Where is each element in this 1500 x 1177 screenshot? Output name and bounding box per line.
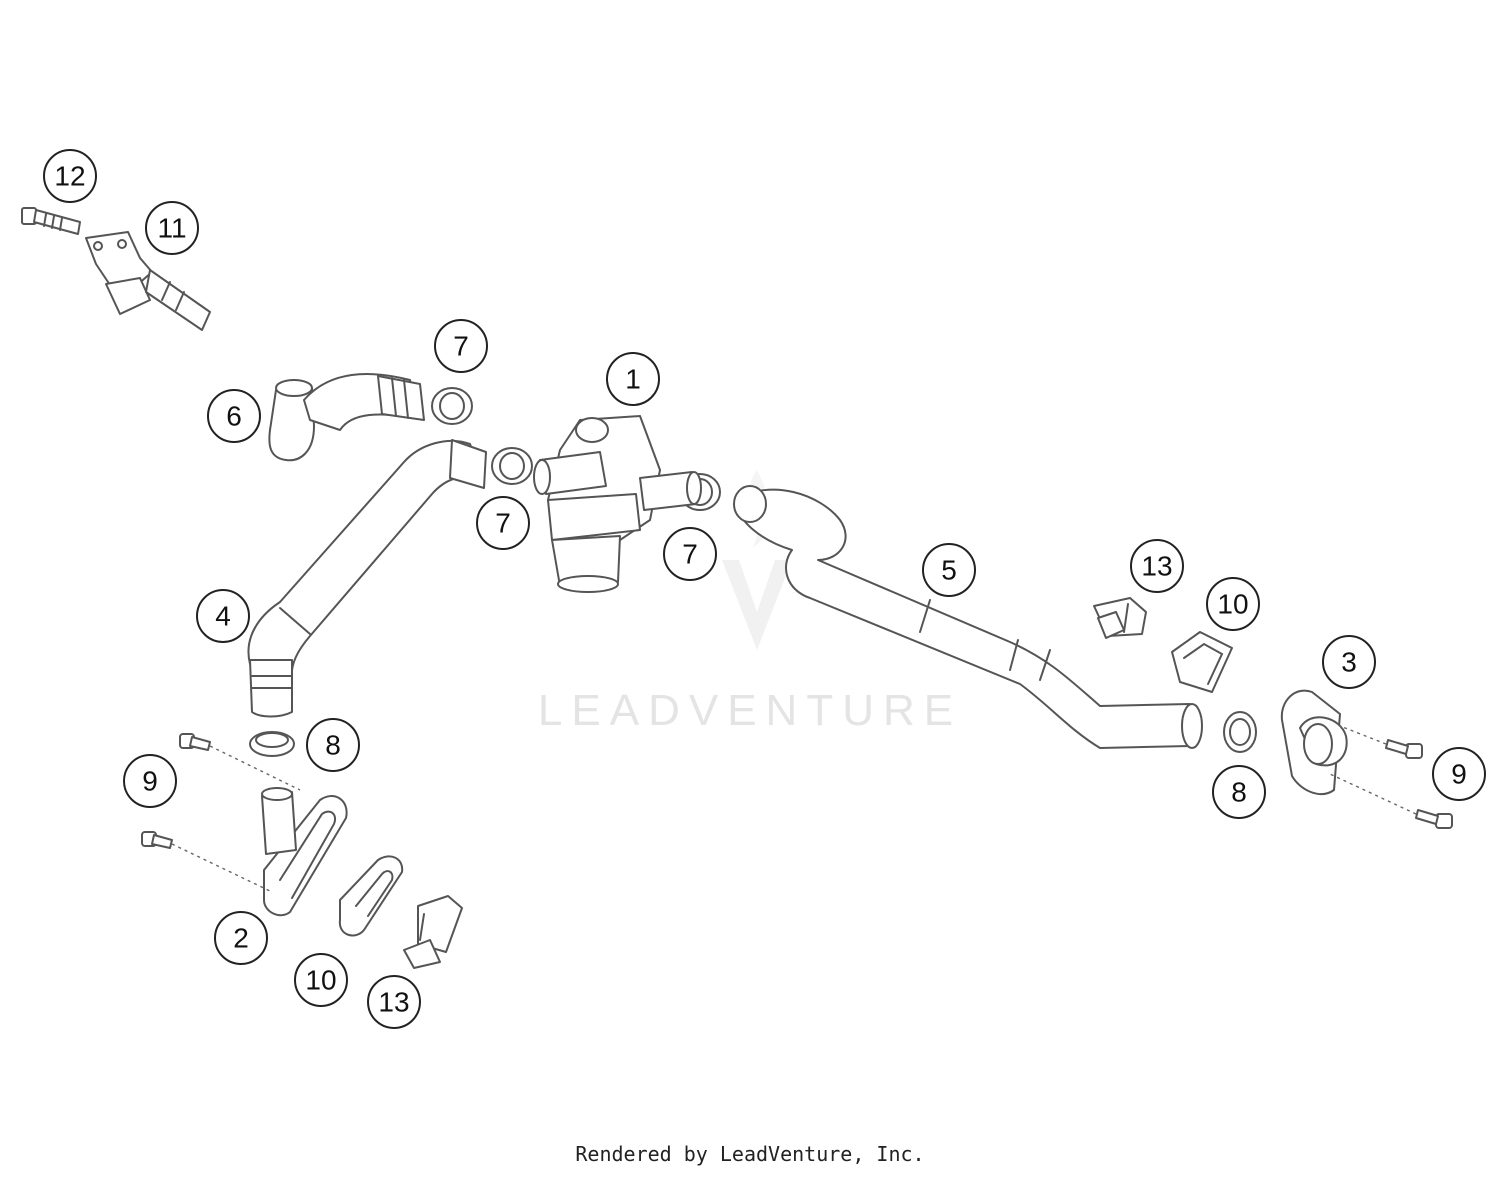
callout-11: 11 xyxy=(145,201,199,255)
svg-text:7: 7 xyxy=(453,331,469,362)
callout-7: 7 xyxy=(476,496,530,550)
callout-13: 13 xyxy=(367,975,421,1029)
svg-text:8: 8 xyxy=(325,730,341,761)
part-7-clamp[interactable] xyxy=(431,387,473,425)
footer-credit: Rendered by LeadVenture, Inc. xyxy=(575,1142,925,1166)
callout-4: 4 xyxy=(196,589,250,643)
part-9-bolt[interactable] xyxy=(1329,773,1453,829)
svg-text:13: 13 xyxy=(1141,551,1172,582)
part-2-flange[interactable] xyxy=(261,787,348,917)
callout-10: 10 xyxy=(294,953,348,1007)
callout-13: 13 xyxy=(1130,539,1184,593)
svg-text:9: 9 xyxy=(1451,759,1467,790)
svg-text:9: 9 xyxy=(142,766,158,797)
part-1-water-pump[interactable] xyxy=(533,415,702,593)
svg-text:10: 10 xyxy=(1217,589,1248,620)
part-10-gasket[interactable] xyxy=(338,855,404,937)
svg-text:10: 10 xyxy=(305,965,336,996)
svg-text:3: 3 xyxy=(1341,647,1357,678)
svg-text:13: 13 xyxy=(378,987,409,1018)
callout-12: 12 xyxy=(43,149,97,203)
callout-7: 7 xyxy=(663,527,717,581)
callout-7: 7 xyxy=(434,319,488,373)
svg-text:8: 8 xyxy=(1231,777,1247,808)
svg-text:1: 1 xyxy=(625,364,641,395)
watermark-text: LEADVENTURE xyxy=(538,686,962,735)
callout-10: 10 xyxy=(1206,577,1260,631)
part-5-hose[interactable] xyxy=(733,485,1203,749)
callout-2: 2 xyxy=(214,911,268,965)
callout-8: 8 xyxy=(1212,765,1266,819)
svg-text:6: 6 xyxy=(226,401,242,432)
svg-text:11: 11 xyxy=(157,213,186,244)
callout-6: 6 xyxy=(207,389,261,443)
callout-8: 8 xyxy=(306,718,360,772)
svg-text:12: 12 xyxy=(54,161,85,192)
svg-text:7: 7 xyxy=(495,508,511,539)
callout-9: 9 xyxy=(123,754,177,808)
part-10-gasket[interactable] xyxy=(1171,631,1233,693)
part-11-sensor-bracket[interactable] xyxy=(85,231,211,331)
svg-text:7: 7 xyxy=(682,539,698,570)
svg-text:5: 5 xyxy=(941,555,957,586)
svg-text:4: 4 xyxy=(215,601,231,632)
part-9-bolt[interactable] xyxy=(141,831,273,893)
callout-9: 9 xyxy=(1432,747,1486,801)
part-8-clamp[interactable] xyxy=(249,731,295,757)
part-9-bolt[interactable] xyxy=(1339,725,1423,759)
part-13-sensor[interactable] xyxy=(1093,597,1147,639)
part-3-flange[interactable] xyxy=(1280,689,1348,795)
callout-5: 5 xyxy=(922,543,976,597)
callout-1: 1 xyxy=(606,352,660,406)
part-9-bolt[interactable] xyxy=(179,733,301,791)
part-6-hose[interactable] xyxy=(268,373,425,462)
part-7-clamp[interactable] xyxy=(491,447,533,485)
part-8-clamp[interactable] xyxy=(1223,711,1257,753)
callout-3: 3 xyxy=(1322,635,1376,689)
part-4-hose[interactable] xyxy=(247,439,487,718)
part-13-sensor[interactable] xyxy=(403,895,463,969)
svg-text:2: 2 xyxy=(233,923,249,954)
part-12-bolt[interactable] xyxy=(21,207,81,235)
